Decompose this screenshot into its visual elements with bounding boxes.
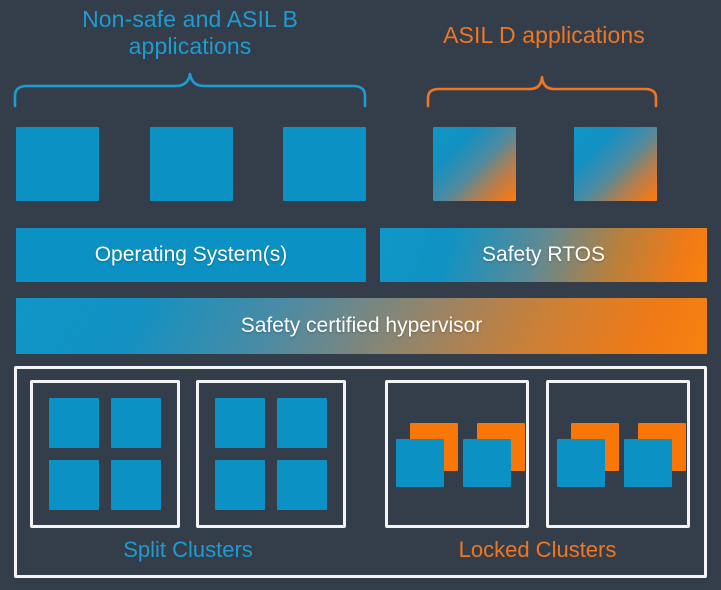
cpu-core [557,439,605,487]
asil-d-app-box-1[interactable] [433,127,516,201]
lockstep-core-pair [624,423,686,487]
core-grid [199,383,343,525]
locked-cluster-box-1[interactable] [385,380,529,528]
nonsafe-brace-icon [13,72,367,108]
split-cluster-box-1[interactable] [30,380,180,528]
nonsafe-app-box-2[interactable] [150,127,233,201]
safety-rtos-bar[interactable]: Safety RTOS [380,228,707,282]
cpu-core [463,439,511,487]
cpu-core [396,439,444,487]
lockstep-grid [388,383,526,525]
operating-system-bar[interactable]: Operating System(s) [16,228,366,282]
lockstep-core-pair [557,423,619,487]
asil-d-app-box-2[interactable] [574,127,657,201]
split-clusters-label: Split Clusters [123,537,253,562]
locked-cluster-box-2[interactable] [546,380,690,528]
asil-d-applications-label: ASIL D applications [443,22,645,48]
split-cluster-box-2[interactable] [196,380,346,528]
asil-d-brace-icon [426,75,658,108]
cpu-core [624,439,672,487]
cpu-core [49,460,99,510]
cpu-core [277,460,327,510]
lockstep-core-pair [396,423,458,487]
hardware-container [14,366,707,578]
cpu-core [49,398,99,448]
cpu-core [215,398,265,448]
nonsafe-applications-label: Non-safe and ASIL B applications [82,6,298,60]
safety-certified-hypervisor-bar[interactable]: Safety certified hypervisor [16,298,707,354]
cpu-core [215,460,265,510]
cpu-core [111,460,161,510]
locked-clusters-label: Locked Clusters [458,537,617,562]
lockstep-grid [549,383,687,525]
lockstep-core-pair [463,423,525,487]
core-grid [33,383,177,525]
nonsafe-app-box-3[interactable] [283,127,366,201]
cpu-core [277,398,327,448]
nonsafe-app-box-1[interactable] [16,127,99,201]
cpu-core [111,398,161,448]
